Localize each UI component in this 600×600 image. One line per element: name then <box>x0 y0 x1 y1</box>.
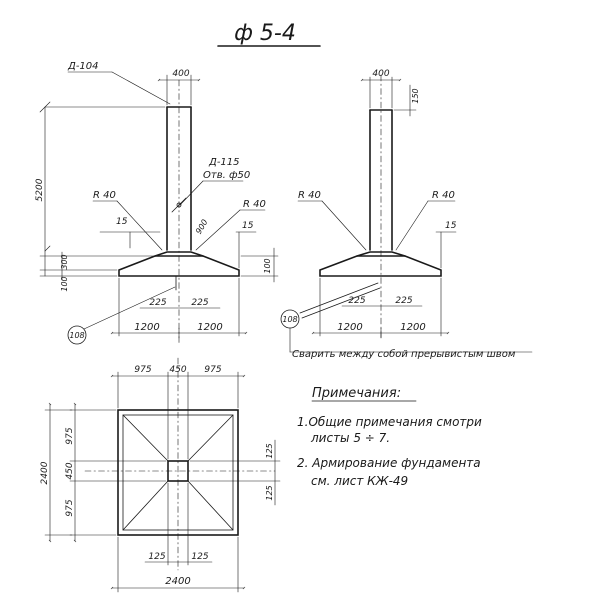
front-dim-100-left-label: 100 <box>60 276 69 291</box>
front-col-width-label: 400 <box>172 69 189 79</box>
front-dim-15-left-label: 15 <box>116 217 128 227</box>
front-hole-label: Отв. ф50 <box>203 170 250 181</box>
front-pad-top-leader <box>111 71 171 105</box>
front-callout-circle <box>67 325 87 345</box>
front-dim-300-label: 300 <box>60 254 69 269</box>
front-pad-top-label: Д-104 <box>67 61 99 72</box>
side-weld-note: Сварить между собой прерывистым швом <box>292 348 516 360</box>
front-dim-225-right-label: 225 <box>191 298 208 308</box>
front-hole <box>176 202 182 208</box>
front-callout-label: 108 <box>69 331 84 340</box>
front-view: 400 Д-104 Д-115 Отв. ф50 5200 300 100 R … <box>35 61 279 346</box>
side-weld-bar <box>299 282 379 314</box>
side-dim-150-label: 150 <box>411 88 420 103</box>
side-half-left-label: 1200 <box>337 322 362 333</box>
side-dim-15-label: 15 <box>445 221 457 231</box>
side-dim-225-right-label: 225 <box>395 296 412 306</box>
front-pad-leader <box>179 180 204 206</box>
front-dim-100-right-label: 100 <box>263 258 272 273</box>
notes-item2-line2: см. лист КЖ-49 <box>311 474 408 488</box>
side-half-right-label: 1200 <box>400 322 425 333</box>
plan-left-975-bottom: 975 <box>65 499 75 516</box>
plan-left-450: 450 <box>65 462 75 479</box>
front-half-right-label: 1200 <box>197 322 222 333</box>
front-dim-900-label: 900 <box>194 218 209 236</box>
plan-left-975-top: 975 <box>65 427 75 444</box>
plan-bottom-overall: 2400 <box>165 576 190 587</box>
plan-top-975-left: 975 <box>134 365 151 375</box>
plan-top-975-right: 975 <box>204 365 221 375</box>
front-radius-right-label: R 40 <box>243 199 266 210</box>
front-embedded-pad <box>171 197 187 213</box>
notes-block: Примечания: 1.Общие примечания смотри ли… <box>297 386 482 488</box>
front-radius-left-leader <box>116 200 163 251</box>
side-dim-225-left-label: 225 <box>348 296 365 306</box>
notes-item1-line2: листы 5 ÷ 7. <box>310 431 390 445</box>
front-radius-left-label: R 40 <box>93 190 116 201</box>
side-col-width-label: 400 <box>372 69 389 79</box>
front-radius-right-leader <box>195 209 241 251</box>
front-dim-225-left-label: 225 <box>149 298 166 308</box>
plan-right-125-bottom: 125 <box>265 485 274 500</box>
front-height-label: 5200 <box>35 178 45 201</box>
front-dim-15-right-label: 15 <box>242 221 254 231</box>
plan-top-450: 450 <box>169 365 186 375</box>
plan-right-125-top: 125 <box>265 443 274 458</box>
notes-heading: Примечания: <box>312 386 401 401</box>
front-half-left-label: 1200 <box>134 322 159 333</box>
notes-item1-line1: 1.Общие примечания смотри <box>297 415 482 429</box>
side-radius-right-label: R 40 <box>432 190 455 201</box>
plan-bottom-125-left: 125 <box>148 552 165 562</box>
front-pad-label: Д-115 <box>208 157 240 168</box>
plan-view: 975 450 975 975 450 975 2400 125 125 125… <box>40 357 281 593</box>
plan-left-overall: 2400 <box>40 461 50 484</box>
sheet-title: ф 5-4 <box>234 21 296 46</box>
plan-bottom-125-right: 125 <box>191 552 208 562</box>
side-radius-left-label: R 40 <box>298 190 321 201</box>
notes-item2-line1: 2. Армирование фундамента <box>297 456 481 470</box>
side-view: 400 150 R 40 R 40 15 225 225 1200 1200 1… <box>280 69 533 360</box>
side-callout-label: 108 <box>282 315 297 324</box>
